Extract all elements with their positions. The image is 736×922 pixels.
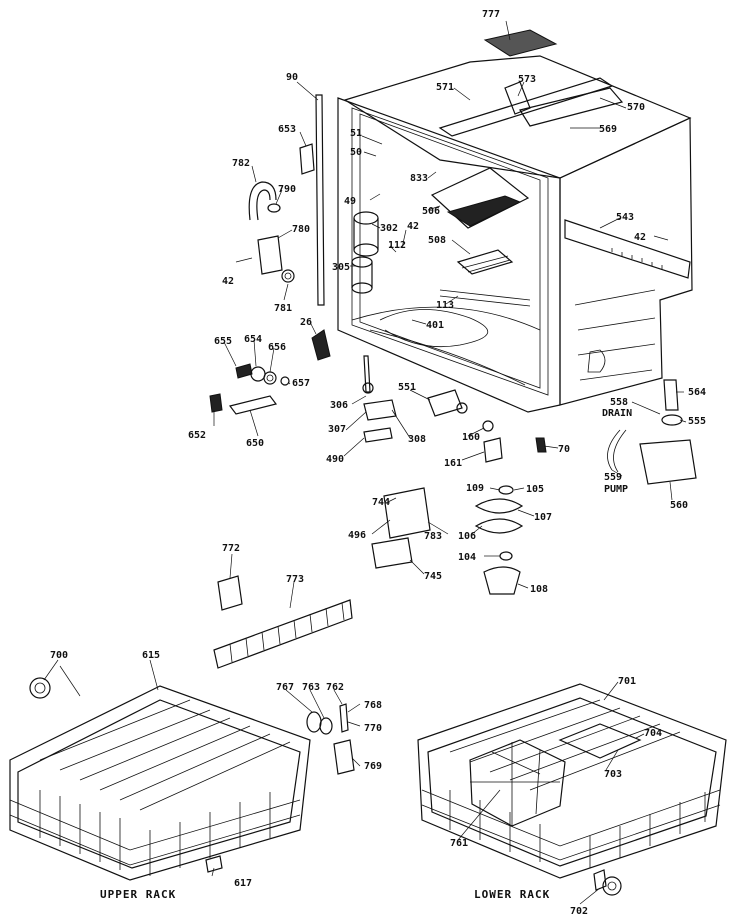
label-704: 704	[644, 728, 662, 739]
pump-note: PUMP	[604, 484, 628, 495]
label-700: 700	[50, 650, 68, 661]
label-90: 90	[286, 72, 298, 83]
label-506: 506	[422, 206, 440, 217]
label-833: 833	[410, 173, 428, 184]
label-51: 51	[350, 128, 362, 139]
label-70: 70	[558, 444, 570, 455]
label-555: 555	[688, 416, 706, 427]
label-50: 50	[350, 147, 362, 158]
label-104: 104	[458, 552, 476, 563]
label-653: 653	[278, 124, 296, 135]
rack-clip-parts	[306, 703, 355, 775]
part-number-labels: 777 90 571 573 570 569 653 51 50 782 790…	[50, 9, 706, 917]
label-308: 308	[408, 434, 426, 445]
label-401: 401	[426, 320, 444, 331]
label-105: 105	[526, 484, 544, 495]
label-655: 655	[214, 336, 232, 347]
label-656: 656	[268, 342, 286, 353]
label-490: 490	[326, 454, 344, 465]
label-42-right: 42	[634, 232, 646, 243]
label-113: 113	[436, 300, 454, 311]
label-560: 560	[670, 500, 688, 511]
label-768: 768	[364, 700, 382, 711]
label-109: 109	[466, 483, 484, 494]
label-306: 306	[330, 400, 348, 411]
upper-rack	[9, 677, 311, 881]
label-160: 160	[462, 432, 480, 443]
left-small-parts	[209, 143, 315, 415]
label-745: 745	[424, 571, 442, 582]
label-108: 108	[530, 584, 548, 595]
label-773: 773	[286, 574, 304, 585]
label-767: 767	[276, 682, 294, 693]
label-703: 703	[604, 769, 622, 780]
label-702: 702	[570, 906, 588, 917]
label-772: 772	[222, 543, 240, 554]
label-654: 654	[244, 334, 262, 345]
upper-rack-caption: UPPER RACK	[100, 888, 176, 901]
text-notes: DRAIN PUMP UPPER RACK LOWER RACK	[100, 408, 632, 901]
label-615: 615	[142, 650, 160, 661]
label-761: 761	[450, 838, 468, 849]
rack-divider	[213, 575, 353, 669]
label-780: 780	[292, 224, 310, 235]
label-564: 564	[688, 387, 706, 398]
label-652: 652	[188, 430, 206, 441]
label-42-upper: 42	[407, 221, 419, 232]
label-49: 49	[344, 196, 356, 207]
label-573: 573	[518, 74, 536, 85]
lower-rack	[417, 683, 727, 896]
label-571: 571	[436, 82, 454, 93]
label-570: 570	[627, 102, 645, 113]
label-42-left: 42	[222, 276, 234, 287]
label-305: 305	[332, 262, 350, 273]
drain-note: DRAIN	[602, 408, 632, 419]
label-106: 106	[458, 531, 476, 542]
label-783: 783	[424, 531, 442, 542]
label-496: 496	[348, 530, 366, 541]
leader-lines	[43, 20, 687, 905]
label-770: 770	[364, 723, 382, 734]
label-701: 701	[618, 676, 636, 687]
label-107: 107	[534, 512, 552, 523]
label-762: 762	[326, 682, 344, 693]
label-744: 744	[372, 497, 390, 508]
label-559: 559	[604, 472, 622, 483]
label-551: 551	[398, 382, 416, 393]
label-307: 307	[328, 424, 346, 435]
tub-assembly	[311, 29, 693, 413]
label-781: 781	[274, 303, 292, 314]
label-543: 543	[616, 212, 634, 223]
center-small-parts	[362, 355, 547, 595]
label-782: 782	[232, 158, 250, 169]
drain-pump-assembly	[607, 379, 697, 485]
label-558: 558	[610, 397, 628, 408]
label-112: 112	[388, 240, 406, 251]
label-763: 763	[302, 682, 320, 693]
label-302: 302	[380, 223, 398, 234]
label-790: 790	[278, 184, 296, 195]
label-508: 508	[428, 235, 446, 246]
label-769: 769	[364, 761, 382, 772]
label-26: 26	[300, 317, 312, 328]
label-777: 777	[482, 9, 500, 20]
label-617: 617	[234, 878, 252, 889]
lower-rack-caption: LOWER RACK	[474, 888, 550, 901]
label-650: 650	[246, 438, 264, 449]
label-657: 657	[292, 378, 310, 389]
label-161: 161	[444, 458, 462, 469]
label-569: 569	[599, 124, 617, 135]
